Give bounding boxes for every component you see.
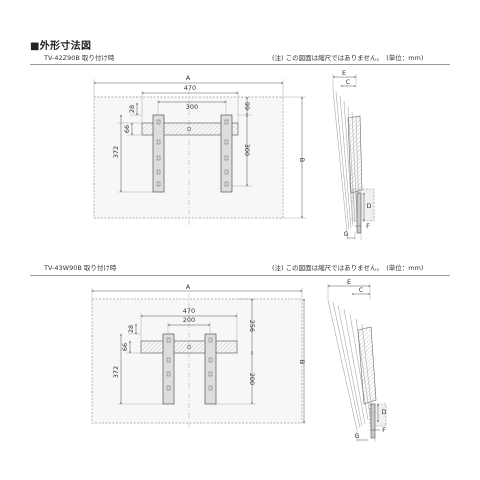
top-tv-outline: [93, 96, 284, 219]
top-dim-300w: 300: [186, 103, 198, 111]
bottom-side-f: F: [382, 426, 386, 434]
top-dim-b: B: [298, 158, 306, 162]
bottom-dim-66: 66: [121, 343, 129, 351]
top-dim-300h: 300: [243, 144, 251, 156]
top-scale-note: (注) この図面は縮尺ではありません。 (単位：mm): [272, 54, 424, 62]
top-side-e: E: [342, 69, 346, 77]
bottom-mount-plate: [140, 340, 238, 354]
top-dim-99: 99: [243, 102, 251, 110]
top-side-view: E C D G F: [332, 69, 375, 240]
bottom-front-view: A 470 200 28 66 372 256 200 B: [91, 283, 306, 430]
bottom-left-arm: [162, 333, 175, 405]
bottom-section-label: TV-43W90B 取り付け時: [44, 264, 117, 272]
top-dim-28: 28: [128, 105, 136, 113]
page-title: ■外形寸法図: [30, 41, 92, 52]
bottom-side-g: G: [354, 432, 359, 440]
top-divider: [30, 64, 450, 65]
bottom-dim-28: 28: [127, 325, 135, 333]
bottom-divider: [30, 275, 450, 276]
bottom-dim-200w: 200: [183, 316, 195, 324]
top-dim-372: 372: [112, 146, 120, 158]
bottom-side-view: E C D G F: [327, 278, 387, 442]
bottom-dim-372: 372: [112, 366, 120, 378]
bottom-side-e: E: [347, 278, 351, 286]
top-front-view: A 470 300 28 66 372 99 300 B: [93, 74, 306, 225]
bottom-right-arm: [204, 333, 217, 405]
bottom-scale-note: (注) この図面は縮尺ではありません。 (単位：mm): [272, 264, 424, 272]
bottom-dim-256: 256: [248, 320, 256, 332]
top-section-label: TV-42Z90B 取り付け時: [44, 54, 115, 62]
top-side-d: D: [366, 202, 371, 210]
bottom-side-d: D: [381, 408, 386, 416]
bottom-dim-200h: 200: [248, 373, 256, 385]
top-dim-a: A: [186, 74, 191, 82]
bottom-dim-470: 470: [183, 307, 195, 315]
top-side-g: G: [343, 230, 348, 238]
top-mount-plate: [141, 122, 239, 136]
bottom-dim-b: B: [298, 360, 306, 364]
top-dim-66: 66: [123, 125, 131, 133]
top-left-arm: [152, 114, 165, 193]
top-side-c: C: [346, 78, 351, 86]
top-dim-470: 470: [184, 84, 196, 92]
bottom-side-c: C: [359, 286, 364, 294]
top-side-f: F: [366, 222, 370, 230]
bottom-tv-outline: [91, 298, 303, 424]
top-right-arm: [220, 114, 233, 193]
bottom-dim-a: A: [186, 283, 191, 291]
